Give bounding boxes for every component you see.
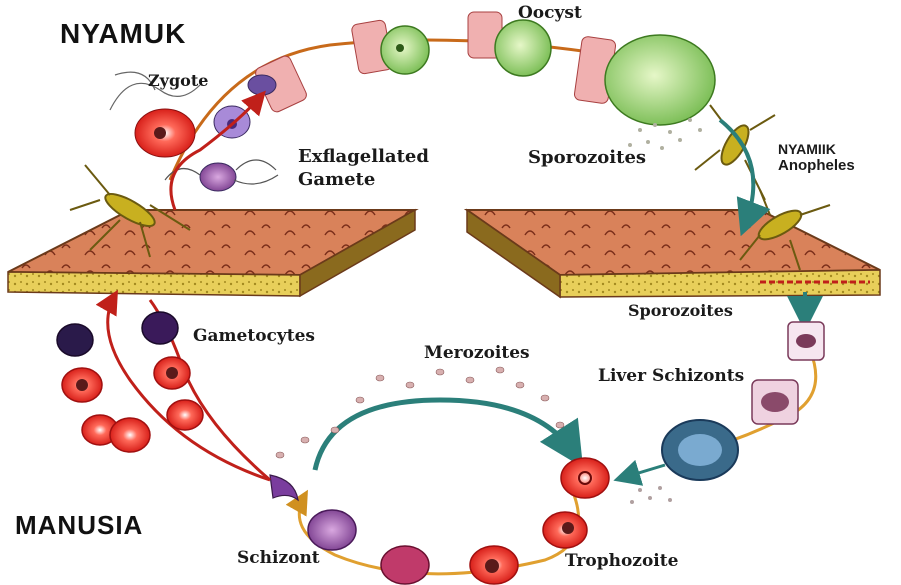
skin-left <box>8 210 415 296</box>
oocyst-cell <box>495 20 551 76</box>
label-zygote: Zygote <box>148 72 208 90</box>
liver-schizont-rupture <box>662 420 738 480</box>
label-sporozoites-skin: Sporozoites <box>628 302 733 320</box>
rbc-trophozoite-2 <box>470 546 518 584</box>
release-arrow <box>622 465 665 478</box>
rbc-trophozoite-1 <box>543 512 587 548</box>
liver-cell-1 <box>788 322 824 360</box>
label-trophozoite: Trophozoite <box>565 552 678 571</box>
region-label-mosquito: NYAMUK <box>60 18 186 50</box>
label-exflagellated-2: Gamete <box>298 170 375 190</box>
gut-wall-segments <box>254 12 617 114</box>
region-label-human: MANUSIA <box>15 510 143 541</box>
female-gamete <box>135 109 195 157</box>
rbc-schizont-mature <box>381 546 429 584</box>
merozoite-arc <box>315 400 575 470</box>
label-liver-schizonts: Liver Schizonts <box>598 367 744 386</box>
mosquito-anopheles-icon <box>695 105 775 200</box>
label-exflagellated-1: Exflagellated <box>298 147 429 167</box>
label-vector-1: NYAMIIK <box>778 142 836 157</box>
released-merozoites <box>630 486 672 504</box>
label-gametocytes: Gametocytes <box>193 327 315 346</box>
rbc-ring-stage <box>561 458 609 498</box>
skin-right <box>467 210 880 297</box>
label-merozoites: Merozoites <box>424 344 530 363</box>
label-oocyst: Oocyst <box>518 4 582 23</box>
label-schizont: Schizont <box>237 549 320 568</box>
label-vector-2: Anopheles <box>778 158 855 175</box>
zygote-cell <box>248 75 276 95</box>
oocyst-bursting <box>605 35 715 125</box>
rbc-schizont <box>308 510 356 550</box>
rbc-rupturing <box>270 475 298 500</box>
label-sporozoites-top: Sporozoites <box>528 148 646 168</box>
liver-cell-2 <box>752 380 798 424</box>
oocyst-developing <box>381 26 429 74</box>
